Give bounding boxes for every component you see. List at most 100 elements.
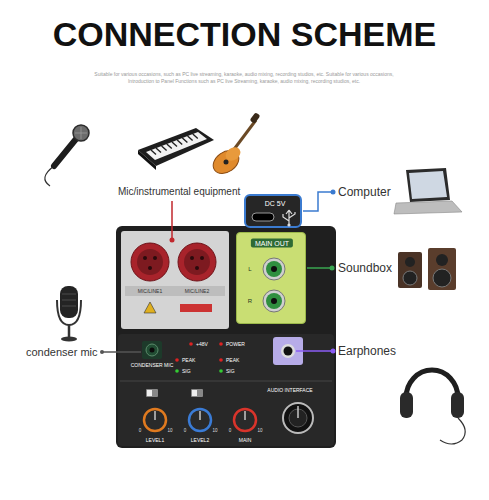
- mixer-body-part: [189, 409, 211, 431]
- mixer-body-part: [146, 389, 158, 397]
- callout-label: Earphones: [338, 345, 396, 357]
- leader-lines-part: [307, 267, 332, 269]
- scale-number: 0: [229, 429, 232, 434]
- leader-lines-part: [331, 190, 336, 195]
- mixer-body-part: [184, 249, 210, 275]
- mixer-body-part: [191, 389, 203, 397]
- mixer-body-part: [150, 348, 155, 353]
- jack-label-wrap: CONDENSER MIC: [131, 363, 174, 368]
- knob-label: MAIN: [239, 438, 252, 443]
- laptop-part: [394, 201, 462, 214]
- scale-number: 10: [167, 429, 172, 434]
- mixer-body: [116, 226, 336, 448]
- callout-label: Mic/instrumental equipment: [118, 187, 240, 197]
- output-jack: [266, 293, 282, 309]
- channel-label-wrap: L: [248, 266, 251, 272]
- mixer-body-part: [121, 231, 229, 329]
- callout-label-wrap: Earphones: [338, 345, 396, 357]
- mixer-body-part: [219, 358, 223, 362]
- scale-number: 0: [184, 429, 187, 434]
- jack-label: CONDENSER MIC: [131, 363, 174, 368]
- mixer-body-part: [244, 411, 245, 420]
- jack-label: MIC/LINE1: [138, 289, 162, 294]
- mixer-body-part: [125, 286, 225, 296]
- mixer-body-part: [153, 256, 157, 260]
- leader-lines-part: [100, 350, 104, 354]
- mixer-body-part: [281, 344, 295, 358]
- switch-label-wrap: +48V: [196, 342, 208, 347]
- electric-guitar-part: [250, 112, 261, 124]
- mixer-body-part: [178, 243, 216, 281]
- jack-label-wrap: MIC/LINE2: [185, 289, 209, 294]
- keyboard-part: [138, 150, 156, 170]
- jack-label-wrap: MIC/LINE1: [138, 289, 162, 294]
- usb-symbol: [283, 210, 295, 225]
- indicator-label-wrap: PEAK: [182, 358, 195, 363]
- speakers-part: [436, 254, 448, 266]
- callout-label: condenser mic: [26, 347, 98, 358]
- usb-c-port: [252, 213, 274, 221]
- jack-ring: [263, 258, 285, 280]
- handheld-mic-part: [75, 127, 87, 139]
- mixer-body-part: [199, 411, 200, 420]
- handheld-mic-part: [73, 125, 89, 141]
- mixer-body-part: [175, 369, 179, 373]
- panel-title: MAIN OUT: [251, 239, 293, 248]
- condenser-mic-part: [68, 325, 71, 337]
- electric-guitar-part: [223, 144, 243, 163]
- subtitle-text-wrap: Introduction to Panel Functions such as …: [128, 79, 360, 84]
- jack-label: MIC/LINE2: [185, 289, 209, 294]
- indicator-label-wrap: PEAK: [226, 358, 239, 363]
- headphones-part: [406, 370, 458, 398]
- mixer-body-part: [131, 243, 169, 281]
- callout-label-wrap: Computer: [338, 186, 391, 198]
- leader-lines-part: [303, 192, 333, 211]
- callout-label: Soundbox: [338, 262, 392, 274]
- subtitle-text: Suitable for various occasions, such as …: [94, 72, 393, 77]
- title-wrap: CONNECTION SCHEME: [0, 17, 489, 51]
- mixer-body-part: [219, 369, 223, 373]
- indicator-label-wrap: SIG: [226, 369, 235, 374]
- speakers: [398, 248, 456, 290]
- electric-guitar-part: [232, 120, 256, 152]
- speakers-part: [428, 248, 456, 290]
- leader-lines: [100, 190, 336, 355]
- callout-label: Computer: [338, 186, 391, 198]
- page-title: CONNECTION SCHEME: [53, 17, 436, 51]
- mixer-body-part: [192, 390, 197, 396]
- panel-title-wrap: MAIN OUT: [251, 239, 293, 248]
- jack-ring: [263, 290, 285, 312]
- mixer-body-part: [189, 342, 193, 346]
- electric-guitar: [209, 112, 261, 178]
- channel-label-wrap: R: [248, 298, 252, 304]
- condenser-mic: [57, 286, 81, 342]
- output-jack: [271, 298, 277, 304]
- indicator-label: PEAK: [226, 358, 239, 363]
- speakers-part: [398, 252, 422, 288]
- mixer-body-part: [200, 256, 204, 260]
- mixer-body-part: [148, 266, 152, 270]
- main-out-panel: MAIN OUT L R: [236, 232, 306, 324]
- scale-number-wrap: 10: [167, 429, 172, 434]
- mixer-body-part: [144, 302, 156, 313]
- knob-label-wrap: LEVEL2: [191, 438, 209, 443]
- headphones-part: [400, 392, 413, 418]
- mixer-body-part: [195, 266, 199, 270]
- callout-label-wrap: Soundbox: [338, 262, 392, 274]
- indicator-label-wrap: SIG: [182, 369, 191, 374]
- leader-lines-part: [331, 349, 336, 354]
- mixer-body-part: [143, 256, 147, 260]
- usb-symbol: [287, 223, 290, 226]
- condenser-mic-part: [57, 300, 81, 325]
- power-port-box: DC 5V: [244, 194, 302, 228]
- mixer-body-part: [234, 409, 256, 431]
- port-label-wrap: DC 5V: [265, 200, 286, 207]
- indicator-label: SIG: [226, 369, 235, 374]
- scale-number-wrap: 0: [229, 429, 232, 434]
- mixer-body-part: [137, 249, 163, 275]
- subtitle-text: Introduction to Panel Functions such as …: [128, 79, 360, 84]
- mixer-body-part: [116, 226, 336, 448]
- mixer-body-part: [175, 358, 179, 362]
- mixer-body-part: [190, 256, 194, 260]
